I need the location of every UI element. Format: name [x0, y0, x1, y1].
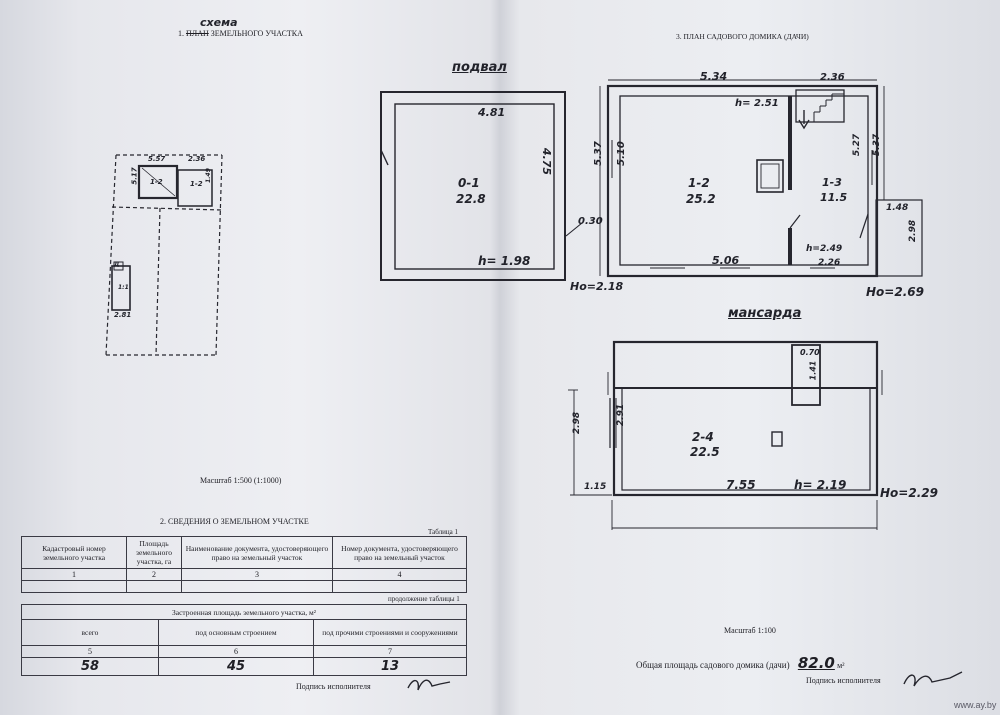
site-dim-d1: 5.17	[130, 167, 139, 185]
total-area-label: Общая площадь садового домика (дачи)	[636, 660, 790, 670]
section2-title: 2. СВЕДЕНИЯ О ЗЕМЕЛЬНОМ УЧАСТКЕ	[160, 517, 309, 526]
watermark: www.ay.by	[954, 700, 997, 710]
site-label-p1: 1-2	[150, 178, 163, 186]
scheme-handwritten: схема	[200, 16, 238, 29]
signature-right	[903, 671, 963, 687]
ground-width-bottom2: 2.26	[818, 258, 841, 268]
ground-room1-area: 25.2	[686, 192, 716, 206]
right-scale: Масштаб 1:100	[724, 626, 776, 635]
basement-title: подвал	[452, 60, 507, 75]
table2-header-cell: под основным строением	[158, 619, 314, 646]
section3-title: 3. ПЛАН САДОВОГО ДОМИКА (ДАЧИ)	[676, 32, 809, 41]
table2-value-total: 58	[21, 657, 159, 676]
section1-number: 1.	[178, 29, 184, 38]
table2-title: Застроенная площадь земельного участка, …	[21, 604, 467, 620]
total-area-unit: м²	[837, 661, 845, 670]
table2-number-cell: 7	[313, 645, 467, 658]
attic-title: мансарда	[728, 306, 802, 321]
attic-plan-drawing	[568, 340, 883, 530]
ground-depth-right: 5.27	[852, 133, 863, 157]
table1-header-cell: Площадь земельного участка, га	[126, 536, 182, 569]
site-dim-w2: 2.36	[188, 155, 206, 163]
site-label-small: 1:1	[118, 284, 129, 291]
section1-rest: ЗЕМЕЛЬНОГО УЧАСТКА	[210, 29, 303, 38]
total-area-row: Общая площадь садового домика (дачи) 82.…	[636, 654, 845, 672]
basement-plan-drawing	[380, 91, 583, 281]
table2: Застроенная площадь земельного участка, …	[21, 604, 467, 676]
table1: Кадастровый номер земельного участка Пло…	[21, 536, 467, 593]
table1-number-cell: 1	[21, 568, 127, 581]
ground-room1-number: 1-2	[688, 176, 710, 190]
chimney-width: 0.70	[800, 348, 820, 357]
table1-empty-cell	[126, 580, 182, 593]
porch-width: 1.48	[886, 203, 909, 213]
ground-width-bottom: 5.06	[712, 254, 740, 267]
ground-width-top2: 2.36	[820, 72, 845, 83]
ground-width-top: 5.34	[700, 70, 728, 83]
attic-room-area: 22.5	[690, 445, 720, 459]
table2-value-other: 13	[313, 657, 467, 676]
left-signature-label: Подпись исполнителя	[296, 682, 371, 691]
basement-h0: Ho=2.18	[570, 280, 624, 293]
attic-left-step: 1.15	[584, 482, 607, 492]
signature-left	[407, 679, 451, 691]
left-scale: Масштаб 1:500 (1:1000)	[200, 476, 282, 485]
ground-height2: h=2.49	[806, 244, 843, 254]
table1-number-cell: 2	[126, 568, 182, 581]
ground-depth-right2: 5.37	[872, 133, 883, 157]
table1-empty-cell	[332, 580, 467, 593]
porch-depth: 2.98	[908, 219, 919, 243]
site-label-p2: 1-2	[190, 180, 203, 188]
attic-depth-left2: 2.91	[616, 403, 627, 427]
ground-room2-area: 11.5	[820, 191, 848, 204]
attic-h0: Ho=2.29	[880, 486, 938, 500]
table2-number-cell: 5	[21, 645, 159, 658]
table2-header-cell: под прочими строениями и сооружениями	[313, 619, 467, 646]
site-dim-d2: 2.81	[114, 311, 132, 319]
ground-room2-number: 1-3	[822, 176, 842, 189]
attic-width-bottom: 7.55	[726, 478, 756, 492]
ground-floor-plan-drawing	[606, 84, 923, 278]
site-plan-drawing	[105, 154, 223, 356]
attic-height: h= 2.19	[794, 478, 847, 492]
ground-depth-left: 5.37	[592, 141, 604, 166]
table2-header-cell: всего	[21, 619, 159, 646]
table1-continuation: продолжение таблицы 1	[388, 595, 460, 603]
basement-room-area: 22.8	[456, 192, 486, 206]
table1-empty-cell	[21, 580, 127, 593]
ground-depth-left2: 5.10	[615, 141, 627, 166]
site-label-letter: Д	[114, 261, 120, 268]
ground-h0: Ho=2.69	[866, 285, 924, 299]
site-dim-w1: 5.57	[148, 155, 166, 163]
table1-number-cell: 3	[181, 568, 333, 581]
table1-header-cell: Номер документа, удостоверяющего право н…	[332, 536, 467, 569]
ground-height1: h= 2.51	[735, 98, 779, 109]
table1-empty-cell	[181, 580, 333, 593]
basement-width: 4.81	[478, 106, 506, 119]
basement-depth: 4.75	[540, 147, 554, 176]
section1-title: 1. ПЛАН ЗЕМЕЛЬНОГО УЧАСТКА	[178, 29, 303, 38]
table1-header-cell: Наименование документа, удостоверяющего …	[181, 536, 333, 569]
table1-caption: Таблица 1	[428, 528, 458, 536]
table2-value-main: 45	[158, 657, 314, 676]
table2-number-cell: 6	[158, 645, 314, 658]
attic-depth-left: 2.98	[572, 411, 583, 435]
site-label-p3: 1.49	[204, 168, 212, 183]
table1-header-cell: Кадастровый номер земельного участка	[21, 536, 127, 569]
attic-room-number: 2-4	[692, 430, 714, 444]
chimney-depth: 1.41	[808, 360, 818, 381]
basement-height: h= 1.98	[478, 254, 531, 268]
basement-wall: 0.30	[578, 216, 603, 227]
basement-room-number: 0-1	[458, 176, 480, 190]
table1-number-cell: 4	[332, 568, 467, 581]
section1-struck-word: ПЛАН	[186, 29, 209, 38]
right-signature-label: Подпись исполнителя	[806, 676, 881, 685]
total-area-value: 82.0	[797, 654, 835, 672]
